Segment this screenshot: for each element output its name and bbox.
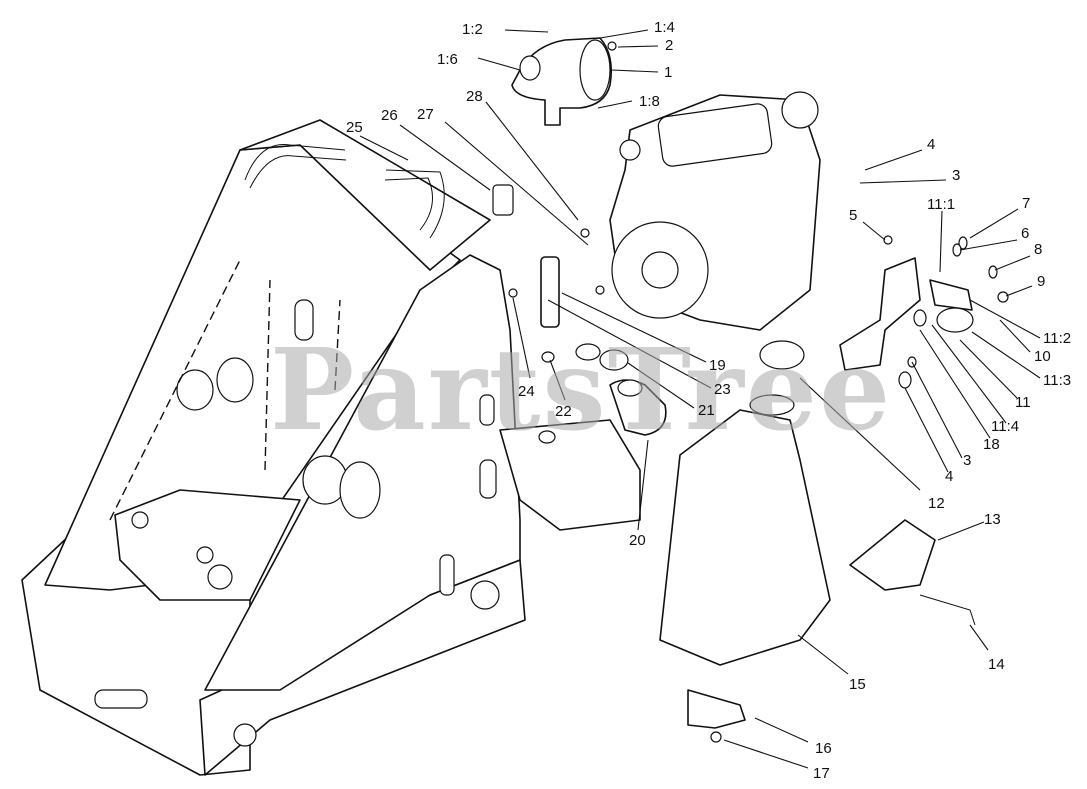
callout-25[interactable]: 25 [346, 119, 363, 136]
clip [997, 291, 1009, 303]
callout-17[interactable]: 17 [813, 765, 830, 782]
callout-11-2[interactable]: 11:2 [1043, 330, 1072, 347]
valve [492, 184, 514, 216]
callout-23[interactable]: 23 [714, 381, 731, 398]
callout-20[interactable]: 20 [629, 532, 646, 549]
callout-3-top[interactable]: 3 [952, 167, 961, 184]
valve-cover [657, 103, 773, 167]
frame-slot [479, 394, 495, 426]
callout-11-3[interactable]: 11:3 [1043, 372, 1072, 389]
mount-bracket [540, 256, 560, 328]
callout-1[interactable]: 1 [664, 64, 673, 81]
fuel-filter-assembly [839, 235, 1009, 389]
capscrew [883, 235, 893, 245]
callout-15[interactable]: 15 [849, 676, 866, 693]
callout-22[interactable]: 22 [555, 403, 572, 420]
callout-5[interactable]: 5 [849, 207, 858, 224]
callout-4-top[interactable]: 4 [927, 136, 936, 153]
callout-11-1[interactable]: 11:1 [927, 196, 956, 213]
frame-hole [470, 580, 500, 610]
roll-bar [244, 143, 346, 181]
nut [988, 265, 998, 279]
hose-fitting [913, 309, 927, 327]
fuel-line-components [492, 184, 667, 444]
frame-slot [294, 299, 314, 341]
tank-hold-down [687, 689, 746, 729]
callout-24[interactable]: 24 [518, 383, 535, 400]
air-cleaner-assembly [511, 37, 617, 126]
callout-1-8[interactable]: 1:8 [639, 93, 660, 110]
callout-28[interactable]: 28 [466, 88, 483, 105]
filter-mount-bracket [839, 257, 921, 371]
tank-platform [499, 419, 641, 531]
fill-port [207, 564, 233, 590]
callout-26[interactable]: 26 [381, 107, 398, 124]
callout-1-6[interactable]: 1:6 [437, 51, 458, 68]
frame-opening [176, 369, 214, 411]
callout-19[interactable]: 19 [709, 357, 726, 374]
frame-slot [439, 554, 455, 596]
capscrew [710, 731, 722, 743]
grommet [538, 430, 556, 444]
leader-lines [359, 29, 1041, 769]
alternator [781, 91, 819, 129]
fill-port [131, 511, 149, 529]
callout-16[interactable]: 16 [815, 740, 832, 757]
tank-strap-bracket [849, 519, 936, 591]
callout-8[interactable]: 8 [1034, 241, 1043, 258]
engine [609, 91, 821, 331]
main-frame [21, 119, 641, 776]
hose-clamp [599, 349, 629, 371]
capscrew [541, 351, 555, 363]
callout-10[interactable]: 10 [1034, 348, 1051, 365]
tank-neck [749, 394, 795, 416]
filter-bowl [936, 307, 974, 333]
air-cleaner-clamp [607, 41, 617, 51]
fuel-sender-rod [919, 594, 976, 626]
screw [580, 228, 590, 238]
callout-13[interactable]: 13 [984, 511, 1001, 528]
callout-4-bottom[interactable]: 4 [945, 468, 954, 485]
hose-clamp [575, 343, 601, 361]
frame-slot [94, 689, 148, 709]
nut [595, 285, 605, 295]
frame-slot [479, 459, 497, 499]
fuel-tank-assembly [659, 340, 976, 743]
frame-opening [216, 357, 254, 403]
air-cleaner-cap [579, 39, 611, 101]
callout-21[interactable]: 21 [698, 402, 715, 419]
floor-plate [114, 489, 301, 601]
callout-11-4[interactable]: 11:4 [991, 418, 1020, 435]
callout-12[interactable]: 12 [928, 495, 945, 512]
callout-11[interactable]: 11 [1015, 394, 1031, 411]
callout-1-4[interactable]: 1:4 [654, 19, 675, 36]
fuel-cap [759, 340, 805, 370]
callout-7[interactable]: 7 [1022, 195, 1031, 212]
callout-18[interactable]: 18 [983, 436, 1000, 453]
callout-2[interactable]: 2 [665, 37, 674, 54]
callout-14[interactable]: 14 [988, 656, 1005, 673]
nut [508, 288, 518, 298]
filter-head [929, 279, 973, 311]
callout-27[interactable]: 27 [417, 106, 434, 123]
fill-port [196, 546, 214, 564]
callout-3-bottom[interactable]: 3 [963, 452, 972, 469]
callout-9[interactable]: 9 [1037, 273, 1046, 290]
frame-opening [339, 461, 381, 519]
callout-1-2[interactable]: 1:2 [462, 21, 483, 38]
intake-flange [619, 139, 641, 161]
hose-clamp [898, 371, 912, 389]
frame-top-deck [239, 119, 491, 271]
frame-hole [233, 723, 257, 747]
fuel-tank [659, 409, 831, 666]
callout-6[interactable]: 6 [1021, 225, 1030, 242]
